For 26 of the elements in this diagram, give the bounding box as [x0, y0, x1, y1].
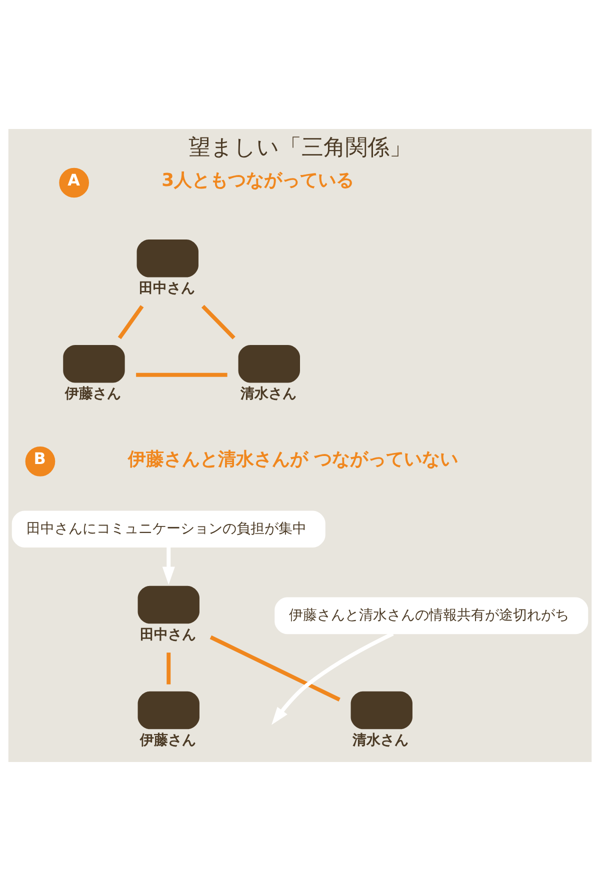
node-label: 伊藤さん: [65, 386, 122, 402]
node-box: [350, 691, 412, 730]
node-circle: B: [25, 446, 56, 476]
connector: [166, 652, 171, 684]
arrow: [272, 632, 394, 725]
node-box: [138, 691, 200, 730]
node-box: 伊藤さんと清水さんの情報共有が途切れがち: [274, 597, 588, 634]
diagram-title: 望ましい「三角関係」: [188, 135, 412, 160]
node-box: 田中さんにコミュニケーションの負担が集中: [12, 510, 326, 548]
connector: [118, 305, 144, 340]
label: 3人ともつながっている: [162, 170, 354, 192]
node-box: [63, 344, 125, 383]
node-box: [138, 586, 200, 624]
node-circle: A: [59, 168, 89, 198]
node-box: [238, 344, 300, 383]
node-label: 伊藤さん: [140, 732, 196, 748]
connector: [210, 635, 340, 702]
connector: [201, 304, 236, 340]
connector: [136, 372, 228, 377]
arrow: [162, 547, 175, 585]
node-label: 清水さん: [352, 732, 409, 748]
node-box: [136, 239, 198, 278]
node-label: 田中さん: [138, 280, 195, 296]
node-label: 清水さん: [240, 386, 296, 402]
node-label: 田中さん: [140, 626, 196, 643]
label: 伊藤さんと清水さんが つながっていない: [128, 448, 458, 470]
